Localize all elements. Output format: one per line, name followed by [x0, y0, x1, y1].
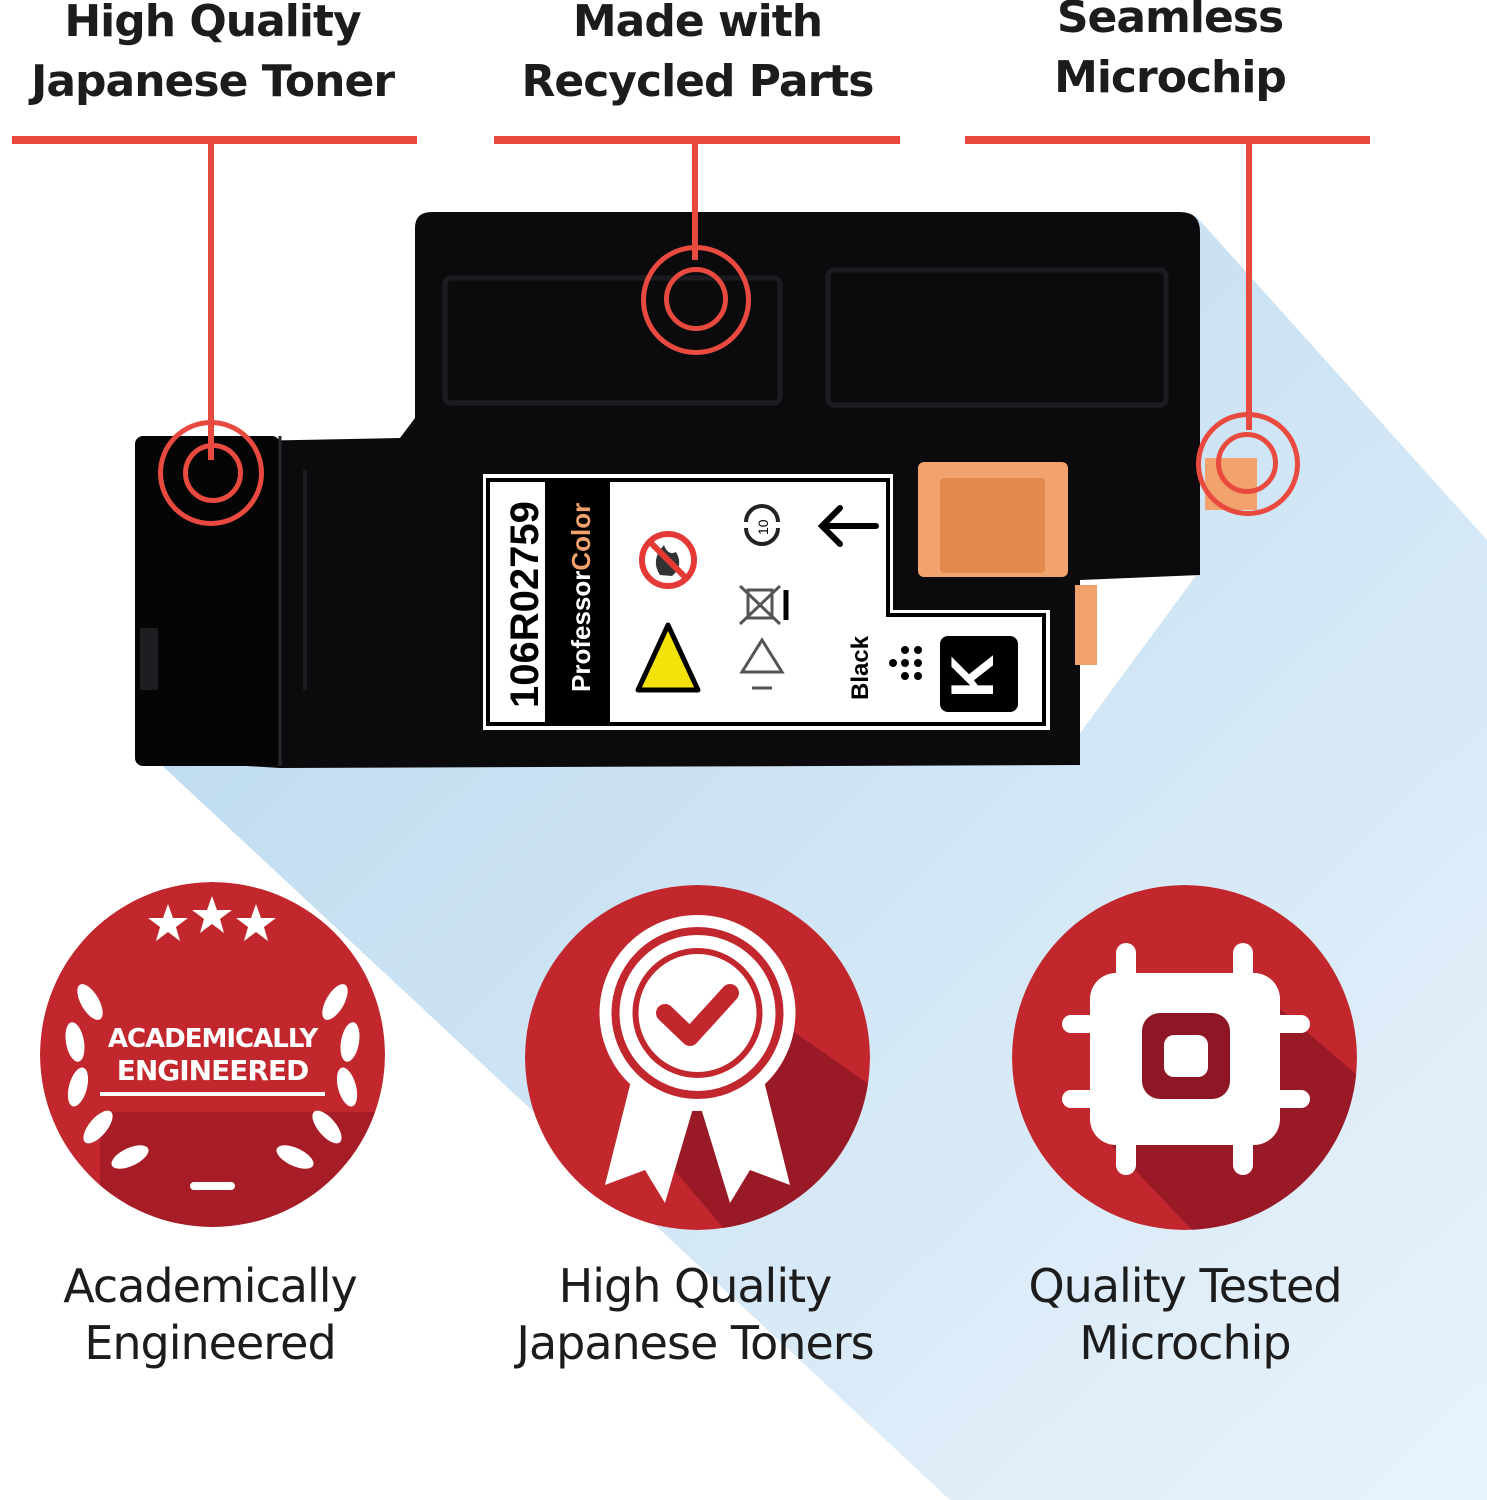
callout-japanese-toner: High Quality Japanese Toner [0, 0, 425, 112]
caption-line: Japanese Toners [516, 1316, 874, 1370]
callout-line: Made with [572, 0, 823, 47]
caption-line: Quality Tested [1028, 1259, 1342, 1313]
callout-target [158, 420, 264, 526]
callout-target [1196, 412, 1300, 516]
callout-recycled-parts: Made with Recycled Parts [490, 0, 905, 112]
callout-pointer [692, 140, 698, 260]
callout-target [641, 245, 751, 355]
recycle-icon [739, 637, 785, 690]
caption-line: Engineered [84, 1316, 336, 1370]
seal-text: ENGINEERED [117, 1054, 309, 1087]
callout-target [664, 267, 728, 331]
arrow-left-icon [817, 505, 879, 547]
rotate-icon [744, 504, 780, 546]
no-fire-icon [639, 531, 697, 589]
callout-line: Recycled Parts [521, 56, 875, 107]
color-code: K [939, 655, 1006, 698]
callout-line: Seamless [1056, 0, 1284, 43]
callout-line: Japanese Toner [30, 56, 395, 107]
caption-line: Microchip [1079, 1316, 1291, 1370]
toner-dots-icon [889, 646, 922, 680]
callout-pointer [208, 140, 214, 460]
callout-pointer [1246, 140, 1252, 430]
brand-logo: ProfessorColor [566, 503, 596, 692]
caption-line: High Quality [558, 1259, 833, 1313]
caption-japanese-toners: High Quality Japanese Toners [490, 1258, 900, 1372]
microchip-icon [1012, 885, 1357, 1230]
callout-seamless-microchip: Seamless Microchip [965, 0, 1375, 108]
callout-underline [965, 136, 1370, 144]
color-name: Black [847, 635, 874, 700]
brand-main: Professor [566, 571, 596, 692]
badge-tested-microchip [1012, 885, 1357, 1230]
brand-accent: Color [566, 503, 596, 571]
caption-tested-microchip: Quality Tested Microchip [1000, 1258, 1370, 1372]
warning-icon [635, 622, 701, 693]
crossed-bin-icon [738, 584, 789, 626]
badge-japanese-toners [525, 885, 870, 1230]
callout-target [183, 443, 243, 503]
callout-line: Microchip [1054, 52, 1287, 103]
caption-line: Academically [63, 1259, 358, 1313]
caption-academically-engineered: Academically Engineered [20, 1258, 400, 1372]
callout-line: High Quality [64, 0, 361, 47]
badge-academically-engineered: ACADEMICALLY ENGINEERED [40, 882, 385, 1227]
part-number: 106R02759 [503, 501, 547, 708]
laurel-seal-icon: ACADEMICALLY ENGINEERED [40, 882, 385, 1227]
callout-underline [12, 136, 417, 144]
yield-mark: 10 [755, 519, 771, 535]
seal-text: ACADEMICALLY [108, 1024, 320, 1054]
callout-target [1216, 432, 1278, 494]
award-ribbon-icon [525, 885, 870, 1230]
